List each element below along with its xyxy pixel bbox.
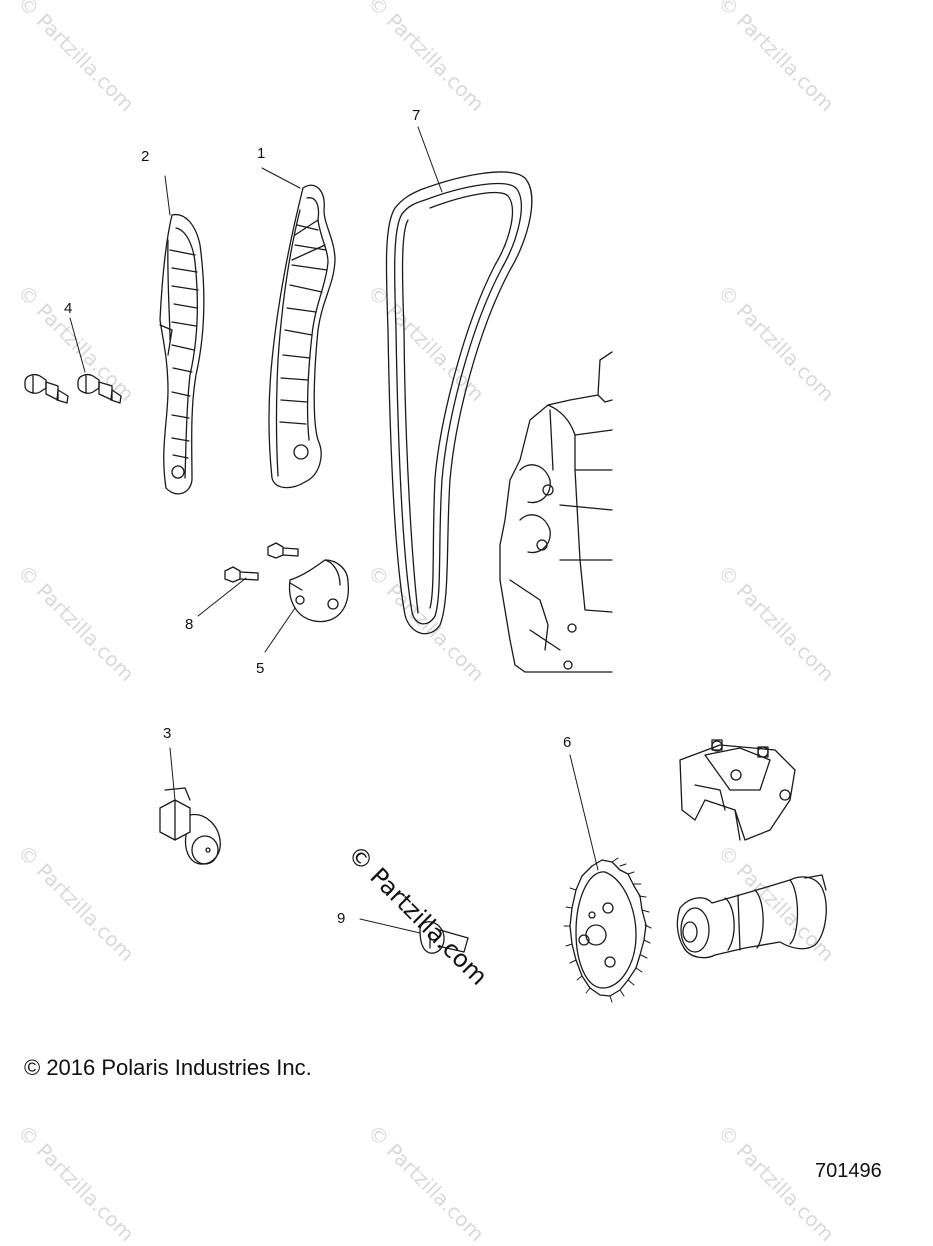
diagram-number: 701496 [815,1160,882,1182]
callout-2[interactable]: 2 [141,148,150,165]
part-4-pivot-bolts[interactable] [24,374,122,404]
part-1-chain-guide[interactable] [268,184,336,489]
part-5-tensioner-bracket[interactable] [288,559,350,623]
part-9-bolt[interactable] [419,921,469,954]
part-2-chain-guide[interactable] [159,213,205,495]
callout-5[interactable]: 5 [256,660,265,677]
part-7-timing-chain[interactable] [385,171,533,635]
callout-4[interactable]: 4 [64,300,73,317]
part-8-bolts[interactable] [224,542,299,583]
parts-diagram [24,126,827,1003]
copyright-notice: © 2016 Polaris Industries Inc. [24,1055,312,1080]
callout-8[interactable]: 8 [185,616,194,633]
part-6-cam-sprocket[interactable] [563,857,652,1003]
cylinder-head [499,351,613,673]
part-3-tensioner[interactable] [159,787,221,865]
callout-9[interactable]: 9 [337,910,346,927]
callout-7[interactable]: 7 [412,107,421,124]
leader-lines [69,126,599,934]
camshaft [676,874,827,959]
rocker-arm-assembly [679,739,796,841]
callout-6[interactable]: 6 [563,734,572,751]
callout-1[interactable]: 1 [257,145,266,162]
callout-3[interactable]: 3 [163,725,172,742]
